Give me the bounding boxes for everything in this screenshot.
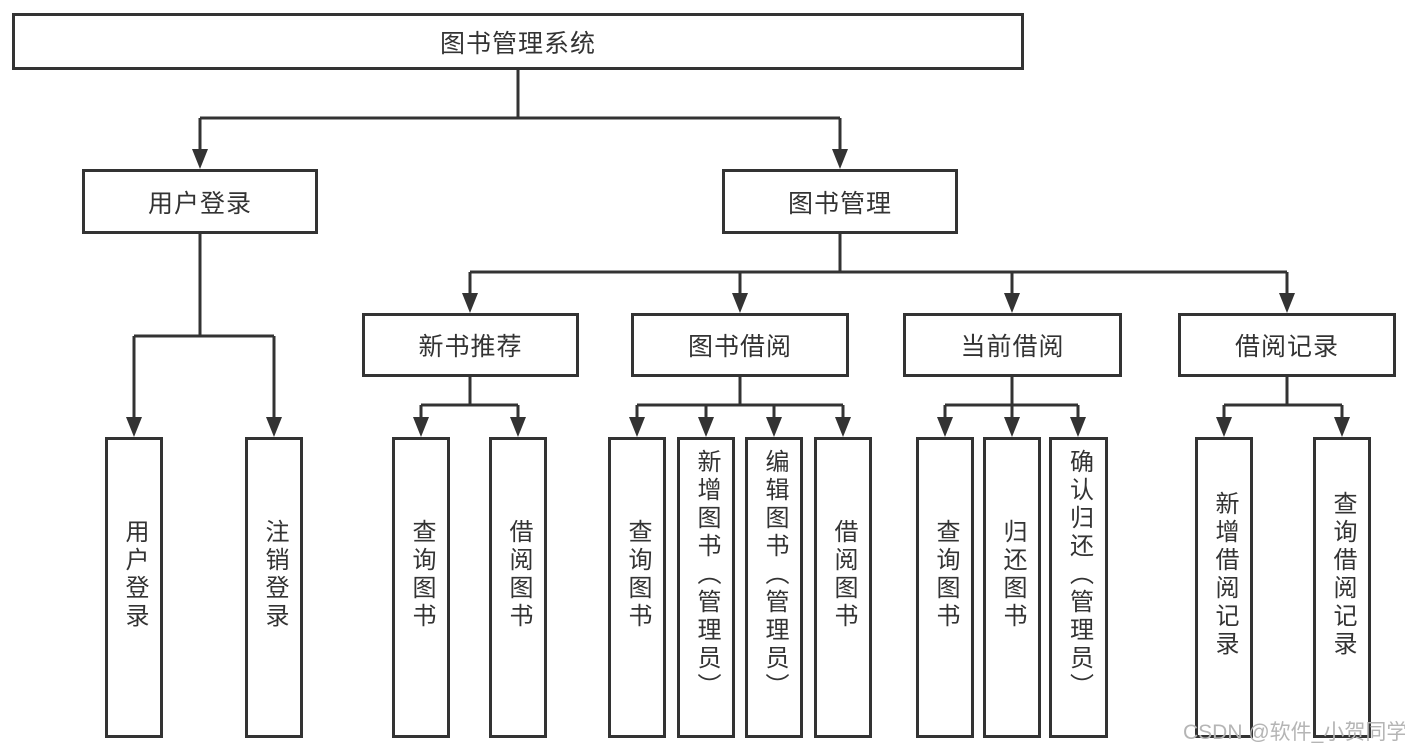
leaf-borrow-books-recommend-label: 借阅图书 <box>505 518 532 631</box>
leaf-borrow-books-recommend: 借阅图书 <box>489 437 547 738</box>
node-book-management-label: 图书管理 <box>787 189 892 218</box>
leaf-return-books: 归还图书 <box>983 437 1041 738</box>
connector-stems <box>132 69 1344 419</box>
leaf-borrow-books-borrowing: 借阅图书 <box>814 437 872 738</box>
leaf-confirm-return-admin-label: 确认归还（管理员） <box>1065 448 1093 701</box>
node-borrowing-records-label: 借阅记录 <box>1234 333 1339 361</box>
leaf-add-books-admin-label: 新增图书（管理员） <box>693 448 720 701</box>
node-user-login: 用户登录 <box>82 169 318 234</box>
node-current-borrowing-label: 当前借阅 <box>960 333 1065 361</box>
leaf-logout: 注销登录 <box>245 437 303 738</box>
leaf-query-books-borrowing-label: 查询图书 <box>624 518 651 631</box>
node-borrowing-records: 借阅记录 <box>1178 313 1396 377</box>
leaf-confirm-return-admin: 确认归还（管理员） <box>1049 437 1108 738</box>
node-new-book-recommendation-label: 新书推荐 <box>418 333 523 361</box>
leaf-query-books-recommend-label: 查询图书 <box>408 518 435 631</box>
node-book-borrowing: 图书借阅 <box>631 313 849 377</box>
node-new-book-recommendation: 新书推荐 <box>362 313 579 377</box>
leaf-query-borrow-record-label: 查询借阅记录 <box>1329 490 1356 659</box>
leaf-borrow-books-borrowing-label: 借阅图书 <box>830 518 857 631</box>
csdn-watermark: CSDN @软件_小贺同学 <box>1183 721 1405 744</box>
leaf-query-borrow-record: 查询借阅记录 <box>1313 437 1371 738</box>
leaf-logout-label: 注销登录 <box>261 518 288 631</box>
leaf-user-login-label: 用户登录 <box>121 518 148 631</box>
leaf-user-login: 用户登录 <box>105 437 163 738</box>
leaf-add-books-admin: 新增图书（管理员） <box>677 437 735 738</box>
leaf-add-borrow-record-label: 新增借阅记录 <box>1211 490 1238 659</box>
node-library-system: 图书管理系统 <box>12 13 1024 70</box>
leaf-query-books-borrowing: 查询图书 <box>608 437 666 738</box>
leaf-return-books-label: 归还图书 <box>999 518 1026 631</box>
leaf-query-books-current-label: 查询图书 <box>932 518 959 631</box>
node-library-system-label: 图书管理系统 <box>439 29 596 58</box>
leaf-query-books-current: 查询图书 <box>916 437 974 738</box>
leaf-edit-books-admin-label: 编辑图书（管理员） <box>761 448 788 701</box>
node-book-borrowing-label: 图书借阅 <box>687 333 792 361</box>
node-current-borrowing: 当前借阅 <box>903 313 1122 377</box>
node-book-management: 图书管理 <box>722 169 958 234</box>
node-user-login-label: 用户登录 <box>147 189 252 218</box>
leaf-add-borrow-record: 新增借阅记录 <box>1195 437 1253 738</box>
connector-arrowheads <box>126 149 1350 437</box>
leaf-edit-books-admin: 编辑图书（管理员） <box>745 437 803 738</box>
leaf-query-books-recommend: 查询图书 <box>392 437 450 738</box>
